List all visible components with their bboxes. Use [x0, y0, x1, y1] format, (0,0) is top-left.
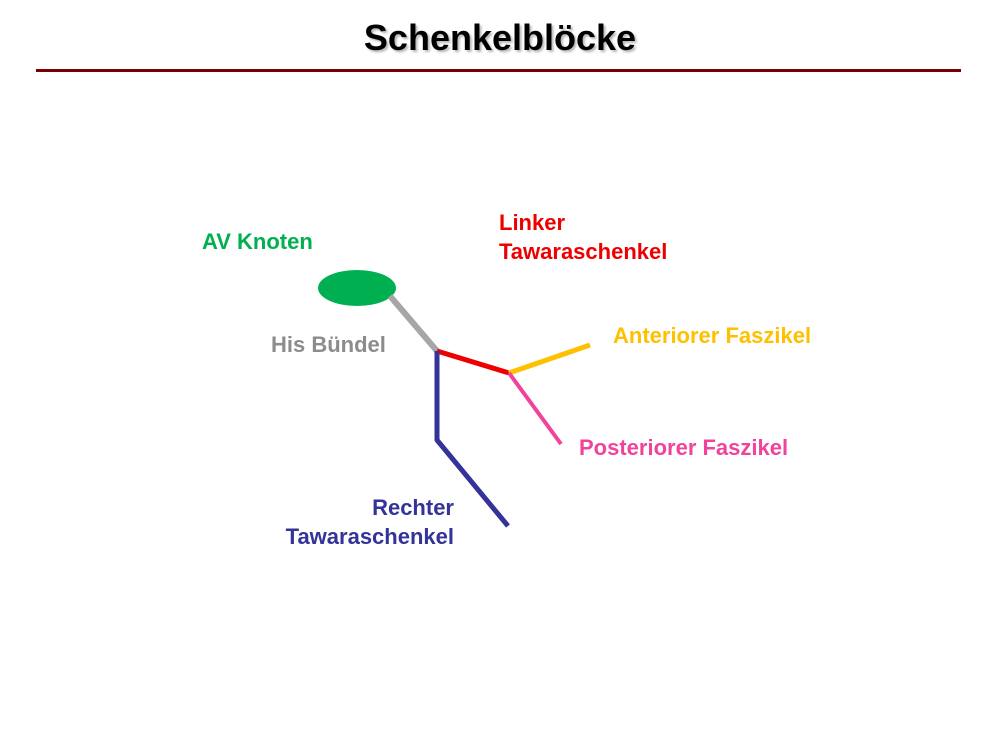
right-bundle-branch-label-line2: Tawaraschenkel	[285, 524, 454, 549]
left-bundle-branch-label: Linker Tawaraschenkel	[499, 208, 667, 266]
anterior-fascicle-label: Anteriorer Faszikel	[613, 323, 812, 348]
right-bundle-branch-label: Rechter Tawaraschenkel	[253, 493, 454, 551]
av-node-shape	[318, 270, 396, 306]
left-bundle-branch-line	[436, 348, 510, 376]
posterior-fascicle-line	[507, 371, 563, 446]
posterior-fascicle-label: Posteriorer Faszikel	[579, 435, 789, 460]
right-bundle-branch-line	[434, 351, 510, 528]
right-bundle-branch-label-line1: Rechter	[372, 495, 454, 520]
his-bundle-line	[387, 294, 440, 353]
left-bundle-branch-label-line1: Linker	[499, 210, 566, 235]
slide-title: Schenkelblöcke	[363, 17, 637, 58]
title-divider	[36, 69, 961, 72]
his-bundle-label: His Bündel	[271, 332, 386, 357]
av-node-label: AV Knoten	[202, 229, 313, 254]
anterior-fascicle-line	[508, 342, 591, 376]
left-bundle-branch-label-line2: Tawaraschenkel	[499, 239, 668, 264]
